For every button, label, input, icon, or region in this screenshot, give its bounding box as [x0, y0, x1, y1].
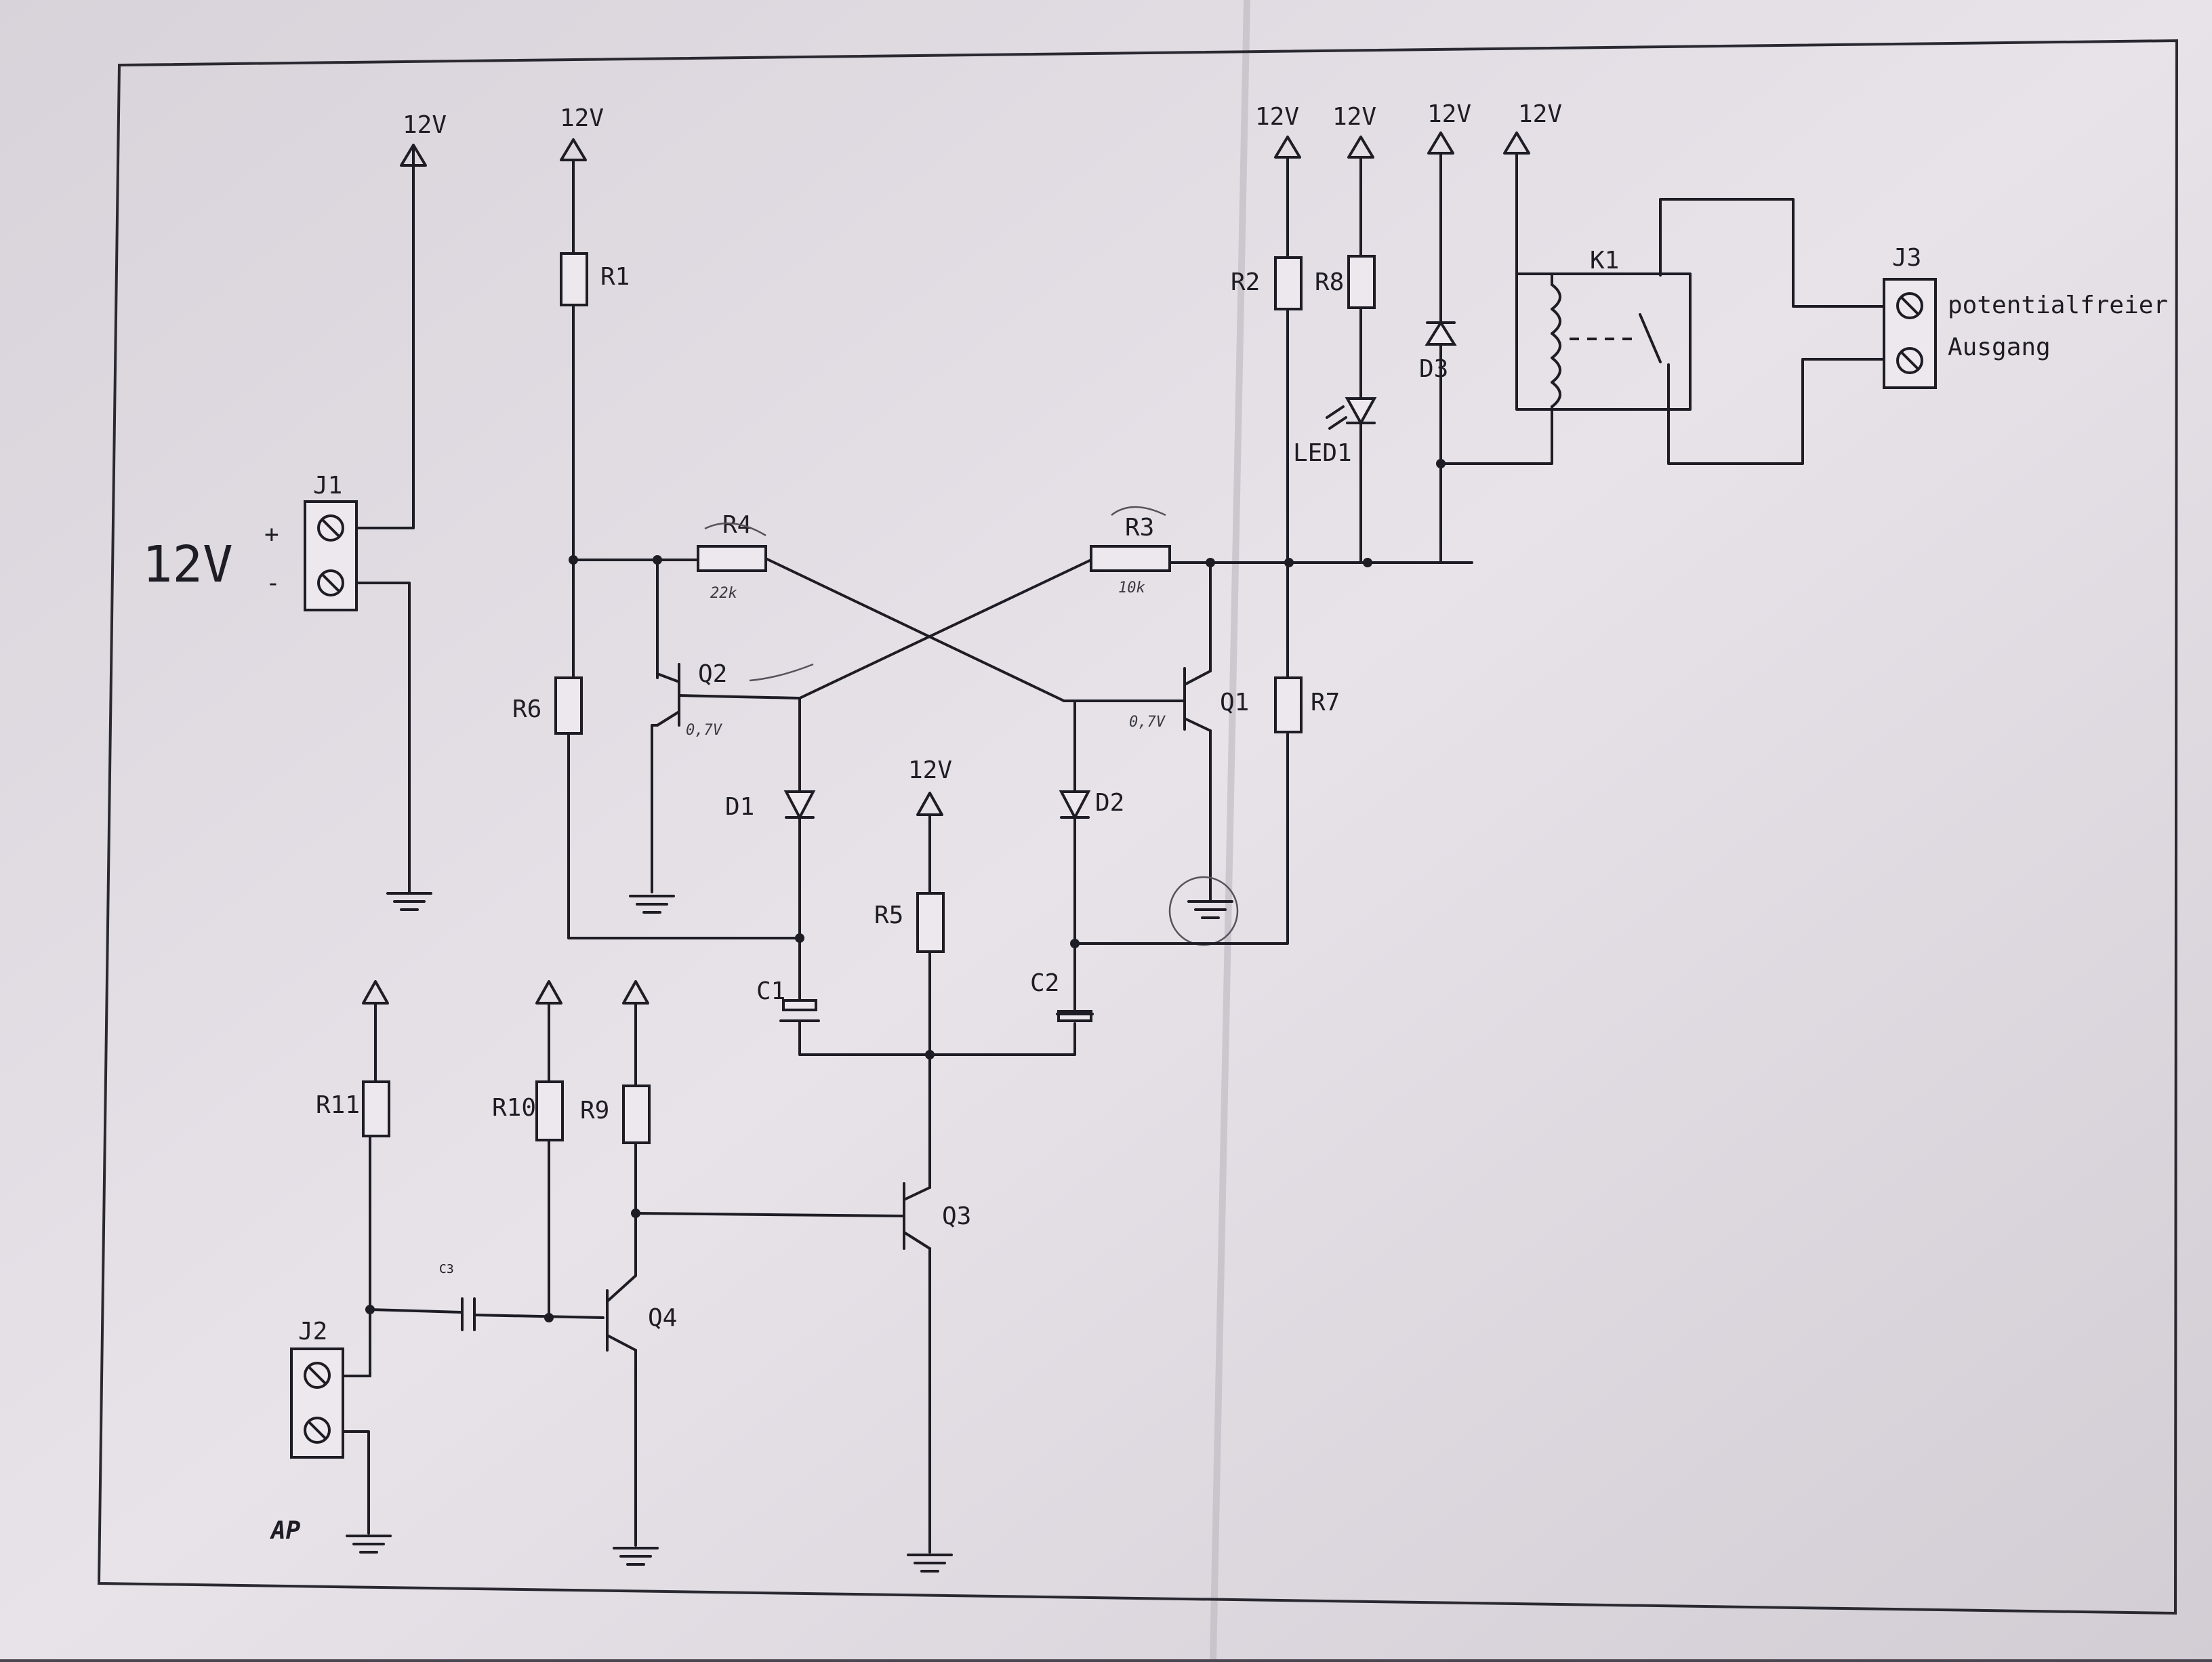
transistor-q2 [651, 559, 801, 893]
supply-12v-j1: 12V [403, 111, 447, 139]
supply-12v-r5: 12V [908, 756, 952, 784]
diode-d2 [1059, 790, 1091, 821]
resistor-r8 [1347, 255, 1376, 309]
r10-label: R10 [492, 1094, 536, 1122]
supply-12v-r8: 12V [1332, 103, 1376, 131]
c3-label: C3 [439, 1262, 454, 1276]
r4-handwritten-value: 22k [710, 585, 737, 602]
q2-label: Q2 [698, 660, 727, 688]
r3-label: R3 [1125, 514, 1154, 542]
resistor-r10 [535, 1080, 564, 1141]
d2-label: D2 [1095, 789, 1124, 817]
r2-label: R2 [1231, 268, 1260, 296]
r8-label: R8 [1315, 268, 1344, 296]
paper-fold [1210, 0, 1250, 1660]
q1-handwritten-voltage: 0,7V [1129, 714, 1166, 731]
resistor-r4 [697, 545, 767, 572]
resistor-r7 [1274, 676, 1303, 733]
r1-label: R1 [600, 263, 630, 291]
q4-label: Q4 [648, 1304, 677, 1332]
resistor-r11 [362, 1080, 390, 1137]
r5-label: R5 [874, 901, 903, 929]
led1-label: LED1 [1293, 439, 1352, 467]
led-led1 [1345, 397, 1377, 426]
diode-d1 [783, 790, 816, 821]
input-voltage-label: 12V [142, 535, 233, 594]
j3-label: J3 [1892, 244, 1921, 272]
j2-label: J2 [298, 1318, 327, 1345]
d3-label: D3 [1419, 355, 1448, 383]
j1-minus-sign: - [266, 569, 281, 597]
resistor-r1 [560, 252, 588, 306]
j3-output-line2: Ausgang [1948, 333, 2051, 361]
c1-label: C1 [756, 977, 785, 1005]
r3-handwritten-value: 10k [1118, 580, 1145, 596]
ap-logo: AP [270, 1517, 301, 1545]
q1-label: Q1 [1220, 689, 1249, 716]
r7-label: R7 [1311, 689, 1340, 716]
k1-label: K1 [1590, 247, 1619, 275]
j1-label: J1 [313, 472, 342, 500]
supply-12v-r1: 12V [560, 104, 604, 132]
transistor-q1 [1063, 561, 1212, 903]
r6-label: R6 [512, 695, 541, 723]
resistor-r3 [1090, 545, 1171, 572]
relay-k1 [1439, 152, 1885, 465]
resistor-r2 [1274, 256, 1303, 310]
j3-output-line1: potentialfreier [1948, 291, 2168, 319]
resistor-r5 [916, 892, 945, 953]
j3-output-connector [1883, 278, 1937, 389]
drawing-frame [97, 39, 2179, 1615]
c2-label: C2 [1030, 969, 1059, 997]
r9-label: R9 [580, 1097, 609, 1124]
capacitor-c1 [782, 999, 817, 1011]
transistor-q4 [606, 1274, 637, 1547]
j1-plus-sign: + [264, 521, 279, 548]
q2-handwritten-voltage: 0,7V [686, 722, 723, 739]
supply-12v-r2: 12V [1255, 103, 1299, 131]
resistor-r9 [622, 1085, 651, 1144]
d1-label: D1 [725, 793, 754, 821]
supply-12v-k1: 12V [1518, 100, 1562, 128]
supply-12v-d3: 12V [1427, 100, 1471, 128]
r11-label: R11 [316, 1091, 360, 1119]
resistor-r6 [554, 676, 583, 735]
j1-power-connector: J1 + - 12V [142, 472, 358, 611]
j2-input-connector [290, 1347, 344, 1459]
q3-label: Q3 [942, 1202, 971, 1230]
